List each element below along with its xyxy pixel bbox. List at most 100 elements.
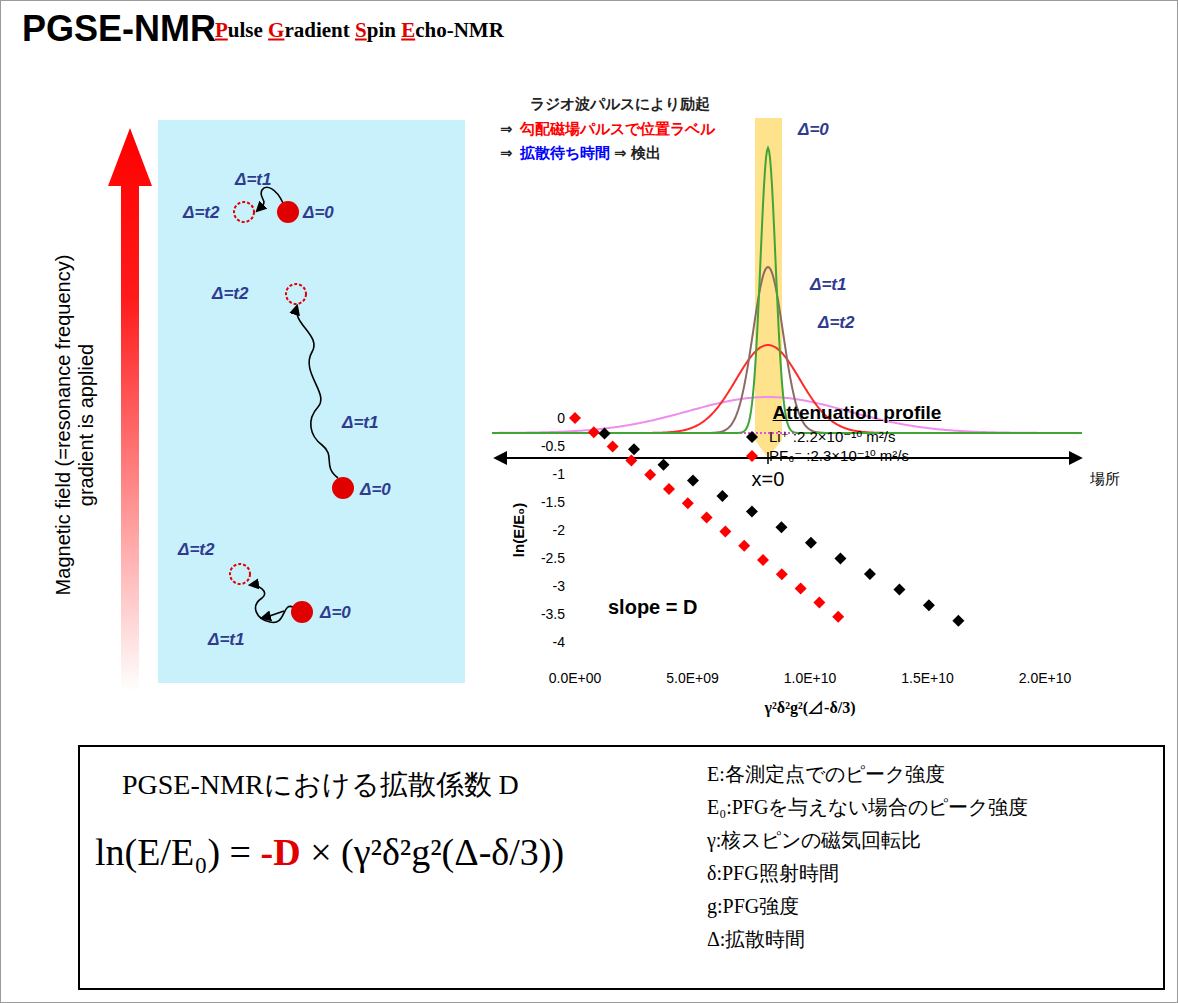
definition-text: g:PFG強度	[707, 893, 799, 920]
legend-swatch	[745, 449, 759, 463]
axis-title: γ²δ²g²(⊿-δ/3)	[765, 698, 856, 719]
data-point	[795, 582, 807, 594]
time-label: Δ=0	[798, 120, 829, 140]
definition-text: δ:PFG照射時間	[707, 860, 839, 887]
data-point	[687, 474, 699, 486]
step-arrow: ⇒	[500, 144, 513, 162]
data-point	[569, 412, 581, 424]
data-point	[952, 615, 964, 627]
word-rest: ulse	[228, 18, 268, 42]
data-point	[775, 521, 787, 533]
data-point	[834, 552, 846, 564]
step-text: ⇒ 検出	[614, 144, 661, 163]
time-label: Δ=0	[320, 603, 351, 623]
legend-item: PF₆⁻ :2.3×10⁻¹⁰ m²/s	[745, 447, 909, 465]
sample-panel	[158, 120, 465, 683]
box-heading: PGSE-NMRにおける拡散係数 D	[122, 766, 519, 804]
data-point	[813, 597, 825, 609]
formula-box: PGSE-NMRにおける拡散係数 D ln(E/E₀) = -D × (γ²δ²g…	[78, 745, 1165, 990]
data-point	[719, 526, 731, 538]
legend-item: Li⁺ :2.2×10⁻¹⁰ m²/s	[745, 428, 895, 446]
time-label: Δ=t2	[183, 203, 219, 223]
time-label: Δ=t1	[342, 413, 378, 433]
initial-letter: S	[355, 18, 367, 42]
tick-label: -1.5	[541, 494, 565, 510]
axis-title: ln(E/E₀)	[510, 503, 527, 557]
time-label: Δ=t1	[810, 275, 846, 295]
distribution-curve	[492, 148, 1082, 433]
definition-text: γ:核スピンの磁気回転比	[707, 827, 921, 854]
axis-origin: x=0	[752, 468, 785, 491]
time-label: Δ=t1	[208, 630, 244, 650]
distribution-curves	[492, 148, 1082, 433]
tick-label: -2.5	[541, 550, 565, 566]
diffusion-paths	[250, 187, 338, 622]
data-point	[663, 483, 675, 495]
legend-text: Li⁺ :2.2×10⁻¹⁰ m²/s	[769, 428, 895, 446]
tick-label: -1	[553, 466, 565, 482]
legend-text: PF₆⁻ :2.3×10⁻¹⁰ m²/s	[769, 447, 909, 465]
initial-letter: G	[268, 18, 284, 42]
data-point	[716, 490, 728, 502]
sample-panel: Δ=t1Δ=t2Δ=0Δ=t2Δ=t1Δ=0Δ=t2Δ=0Δ=t1	[158, 120, 465, 683]
data-point	[893, 584, 905, 596]
distribution-curve	[492, 397, 1082, 433]
data-point	[738, 540, 750, 552]
data-point	[746, 506, 758, 518]
distribution-curve	[492, 267, 1082, 433]
slope-note: slope = D	[608, 596, 697, 619]
time-label: Δ=t1	[235, 170, 271, 190]
tick-label: -0.5	[541, 438, 565, 454]
data-point	[923, 599, 935, 611]
tick-label: -3	[553, 578, 565, 594]
data-point	[644, 469, 656, 481]
formula-part: × (γ²δ²g²(Δ-δ/3))	[301, 830, 564, 874]
time-label: Δ=0	[303, 203, 334, 223]
axis-title: Magnetic field (=resonance frequency) gr…	[52, 225, 98, 625]
tick-label: 0	[557, 410, 565, 426]
data-point	[625, 455, 637, 467]
legend-swatch	[745, 430, 759, 444]
tick-label: 5.0E+09	[666, 670, 719, 686]
word-rest: cho-NMR	[415, 18, 504, 42]
origin-tick	[767, 452, 769, 464]
word-rest: pin	[367, 18, 401, 42]
step-text: 勾配磁場パルスで位置ラベル	[520, 120, 715, 139]
data-point	[628, 443, 640, 455]
tick-label: 2.0E+10	[1019, 670, 1072, 686]
step-text: ラジオ波パルスにより励起	[530, 95, 710, 114]
step-arrow: ⇒	[500, 120, 513, 138]
data-point	[757, 554, 769, 566]
initial-letter: E	[401, 18, 415, 42]
subtitle: Pulse Gradient Spin Echo-NMR	[215, 18, 504, 43]
data-point	[588, 426, 600, 438]
data-point	[682, 497, 694, 509]
attenuation-points	[569, 412, 964, 627]
data-point	[607, 440, 619, 452]
data-point	[776, 568, 788, 580]
definition-text: Δ:拡散時間	[707, 926, 805, 953]
definition-text: E:各測定点でのピーク強度	[707, 761, 945, 788]
molecule-markers	[230, 201, 354, 623]
formula-part: -D	[261, 830, 301, 874]
data-point	[657, 459, 669, 471]
formula-part: ln(E/E₀) =	[95, 830, 261, 874]
data-point	[864, 568, 876, 580]
data-point	[832, 611, 844, 623]
time-label: Δ=t2	[178, 540, 214, 560]
tick-label: -4	[553, 634, 565, 650]
tick-label: -3.5	[541, 606, 565, 622]
time-label: Δ=t2	[818, 313, 854, 333]
data-point	[598, 428, 610, 440]
definition-text: E₀:PFGを与えない場合のピーク強度	[707, 794, 1028, 821]
chart-title: Attenuation profile	[773, 402, 942, 424]
page-title: PGSE-NMR	[22, 8, 216, 50]
data-point	[701, 511, 713, 523]
time-label: Δ=0	[360, 480, 391, 500]
tick-label: 1.0E+10	[784, 670, 837, 686]
word-rest: radient	[284, 18, 355, 42]
tick-label: 1.5E+10	[901, 670, 954, 686]
initial-letter: P	[215, 18, 228, 42]
time-label: Δ=t2	[212, 284, 248, 304]
